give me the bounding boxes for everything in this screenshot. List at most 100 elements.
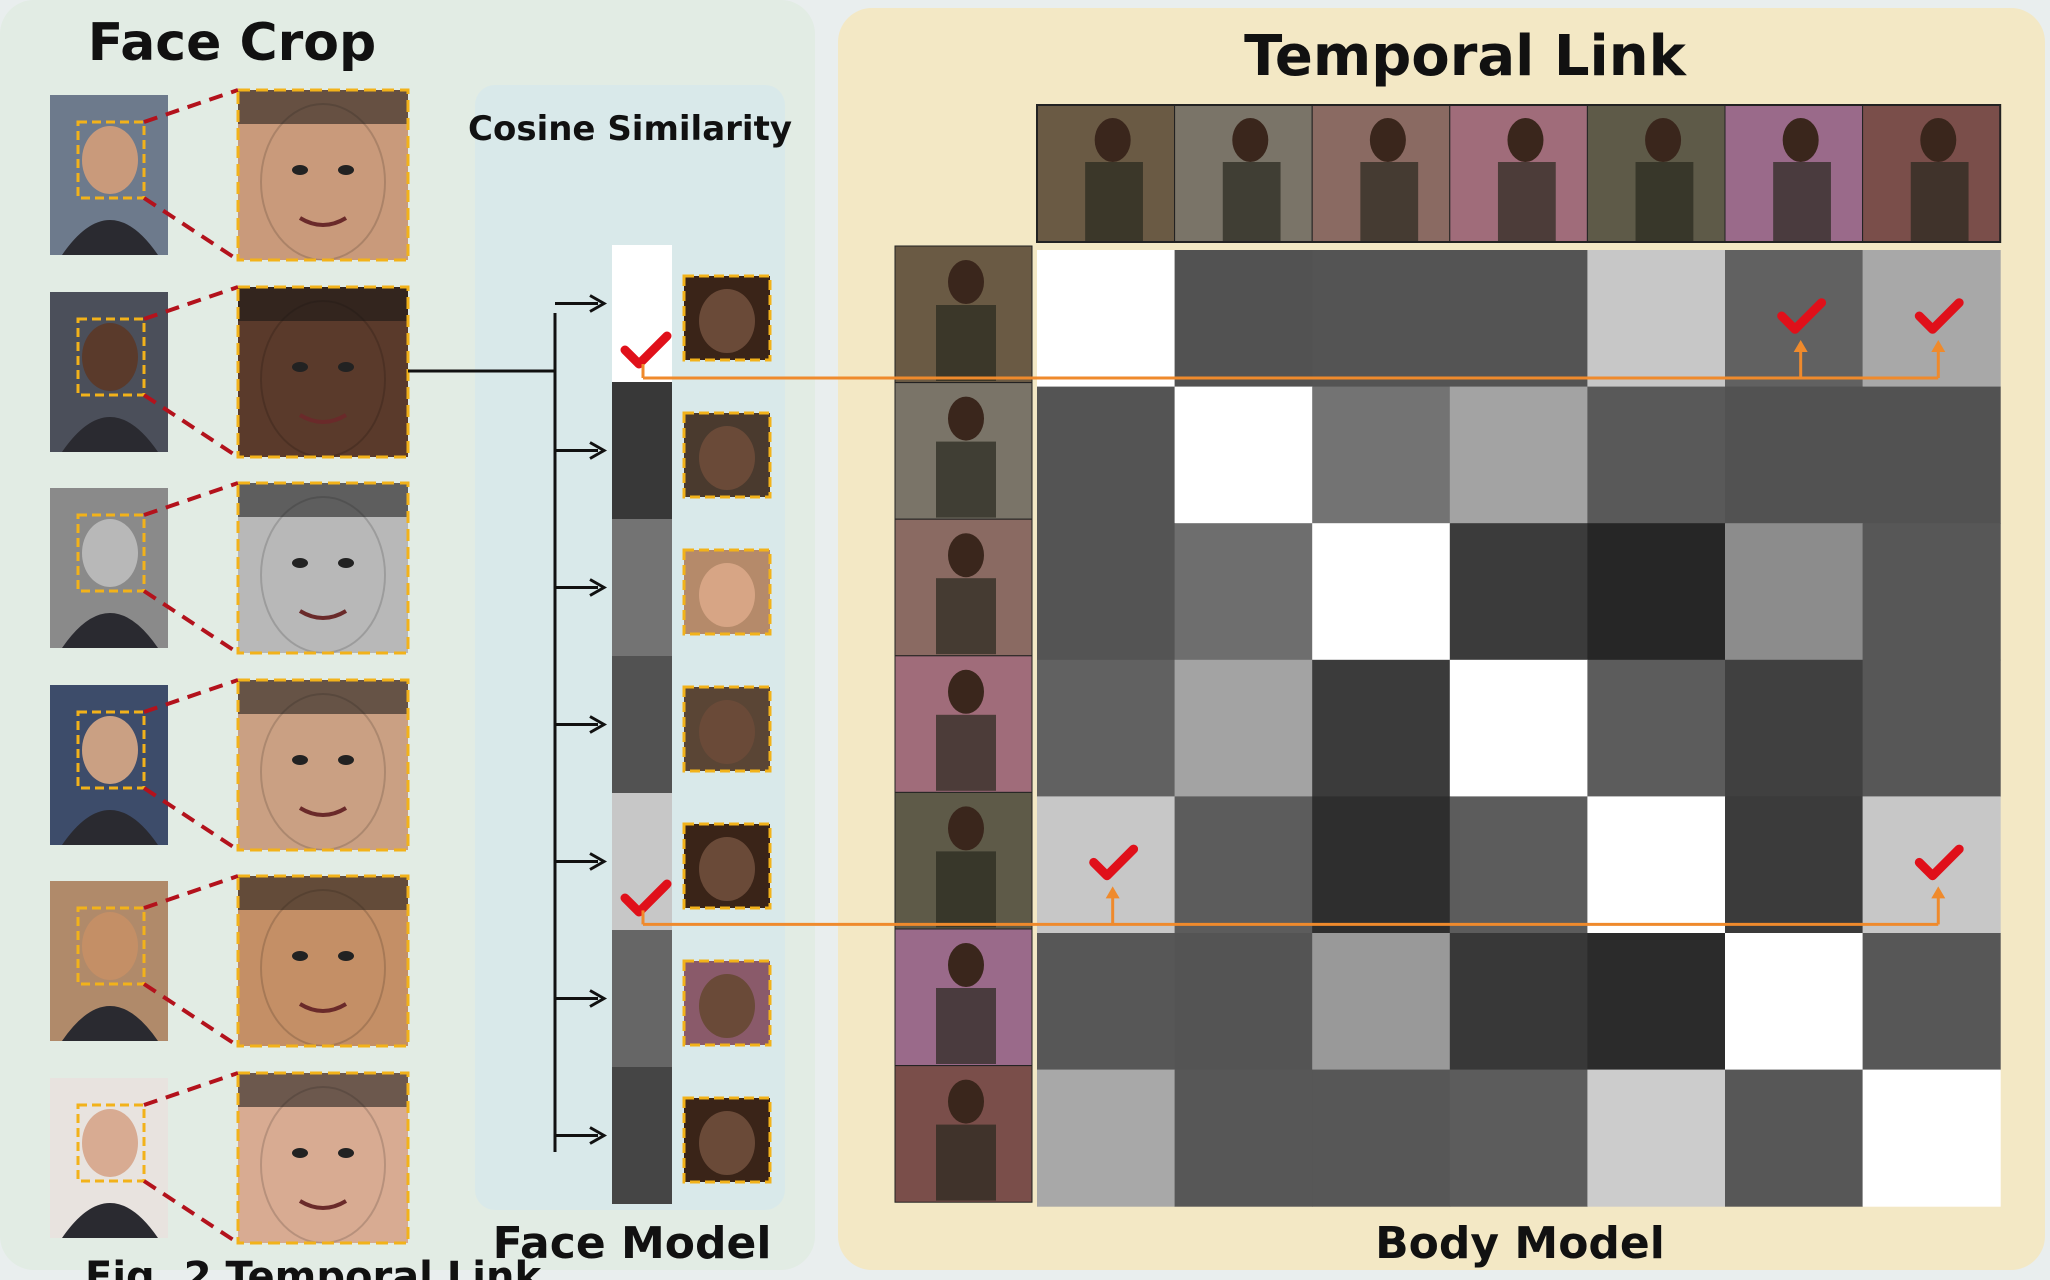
person-body [1497, 162, 1556, 242]
face-shape [699, 837, 755, 901]
matrix-cell [1725, 659, 1864, 797]
similarity-cell [612, 519, 672, 656]
mouth [298, 413, 348, 424]
face-box [76, 1103, 146, 1183]
body-shape [62, 1203, 158, 1238]
matrix-cell [1725, 933, 1864, 1071]
crop-border [236, 678, 410, 852]
matrix-cell [1037, 796, 1176, 934]
face-shape [260, 103, 386, 261]
face-crop-row [50, 678, 410, 852]
connector-line [143, 1071, 239, 1107]
hair-band [238, 483, 408, 517]
matrix-cell [1037, 386, 1176, 524]
check-mark-icon [620, 879, 672, 917]
person-body [936, 578, 996, 655]
body-shape [62, 810, 158, 845]
face-shape [699, 426, 755, 490]
matrix-cell [1587, 933, 1726, 1071]
matrix-cell [1862, 1069, 2001, 1207]
matrix-cell [1449, 1069, 1588, 1207]
person-body [1222, 162, 1281, 242]
matrix-cell [1449, 659, 1588, 797]
person-head [1645, 118, 1682, 162]
matrix-cell [1174, 386, 1313, 524]
similarity-cell [612, 1067, 672, 1204]
connector-line [142, 393, 240, 459]
connector-line [143, 678, 239, 714]
arrow-head [589, 989, 608, 1008]
eye [338, 362, 354, 372]
face-box [76, 317, 146, 397]
person-head [1232, 118, 1269, 162]
crop-border [236, 1071, 410, 1245]
top-strip-border [1036, 104, 2002, 243]
matrix-cell [1449, 250, 1588, 388]
thumbnail-border [682, 822, 772, 910]
person-body [1910, 162, 1969, 242]
matrix-cell [1312, 796, 1451, 934]
matrix-cell [1725, 386, 1864, 524]
hair-band [238, 287, 408, 321]
person-body [1085, 162, 1143, 242]
matrix-cell [1587, 523, 1726, 661]
matrix-cell [1587, 386, 1726, 524]
person-body [936, 714, 996, 791]
face-shape [260, 496, 386, 654]
figure-footnote: Fig. 2 Temporal Link [85, 1254, 542, 1280]
temporal-link-title: Temporal Link [1244, 24, 1687, 89]
matrix-cell [1174, 796, 1313, 934]
connector-line [142, 786, 240, 852]
thumbnail-border [682, 411, 772, 499]
face-shape [260, 300, 386, 458]
face-model-caption: Face Model [493, 1218, 772, 1269]
matrix-cell [1174, 1069, 1313, 1207]
matrix-cell [1587, 1069, 1726, 1207]
matrix-cell [1037, 523, 1176, 661]
matrix-cell [1037, 933, 1176, 1071]
arrow-head [1931, 886, 1946, 899]
face-crop-rows [50, 88, 410, 1245]
head-shape [82, 323, 138, 391]
matrix-cell [1449, 386, 1588, 524]
person-head [948, 260, 984, 304]
similarity-cell [612, 930, 672, 1067]
matrix-cell [1174, 250, 1313, 388]
face-box [76, 120, 146, 200]
crop-border [236, 874, 410, 1048]
matrix-cell [1725, 523, 1864, 661]
matrix-cell [1037, 659, 1176, 797]
arrow-head [589, 441, 608, 460]
person-body [1360, 162, 1419, 242]
mouth [298, 216, 348, 227]
person-body [936, 988, 996, 1064]
thumbnail-border [682, 548, 772, 636]
matrix-cell [1862, 386, 2001, 524]
eye [292, 558, 308, 568]
face-crop-row [50, 874, 410, 1048]
thumbnail-border [682, 274, 772, 362]
connector-line [143, 481, 239, 517]
eye [292, 951, 308, 961]
connector-line [142, 196, 240, 262]
face-box [76, 513, 146, 593]
arrow-head [1105, 886, 1120, 899]
head-shape [82, 519, 138, 587]
matrix-cell [1449, 523, 1588, 661]
arrow-head [589, 578, 608, 597]
check-mark-icon [1914, 298, 1964, 334]
person-body [1773, 162, 1831, 242]
arrow-head [589, 852, 608, 871]
matrix-cell [1037, 1069, 1176, 1207]
connector-line [143, 874, 239, 910]
face-model-column [408, 245, 772, 1204]
thumbnail-border [682, 959, 772, 1047]
matrix-cell [1312, 1069, 1451, 1207]
person-body [936, 851, 996, 928]
thumbnail-border [682, 1096, 772, 1184]
arrow-head [589, 294, 608, 313]
person-body [1635, 162, 1694, 242]
hair-band [238, 90, 408, 124]
person-body [936, 305, 996, 381]
matrix-cell [1174, 523, 1313, 661]
